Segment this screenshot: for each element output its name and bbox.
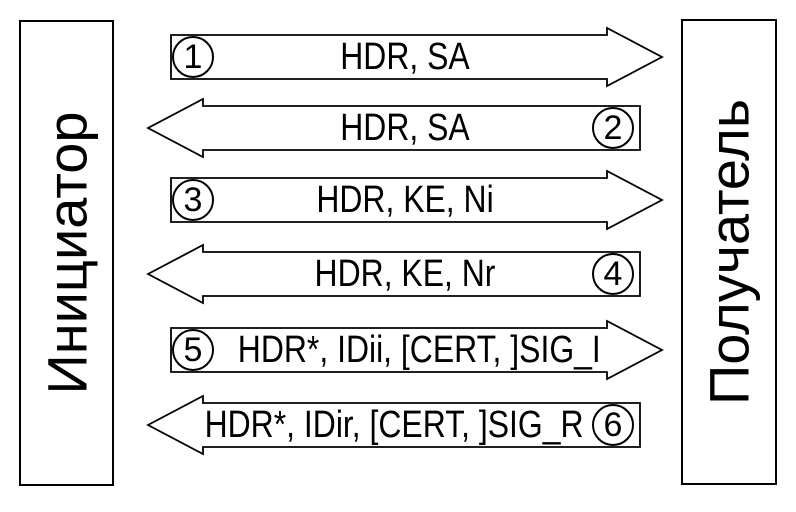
message-row-2: HDR, SA 2 bbox=[140, 92, 670, 164]
message-label: HDR, SA bbox=[340, 36, 470, 78]
right-arrow-icon bbox=[170, 169, 664, 231]
message-row-1: HDR, SA 1 bbox=[140, 21, 670, 93]
message-label: HDR*, IDir, [CERT, ]SIG_R bbox=[204, 404, 584, 446]
receiver-box: Получатель bbox=[681, 19, 777, 485]
message-row-5: HDR*, IDii, [CERT, ]SIG_I 5 bbox=[140, 314, 670, 386]
message-label: HDR, SA bbox=[340, 107, 470, 149]
step-number-badge: 4 bbox=[592, 253, 634, 295]
step-number-badge: 2 bbox=[592, 107, 634, 149]
message-label: HDR*, IDii, [CERT, ]SIG_I bbox=[237, 329, 601, 371]
message-row-3: HDR, KE, Ni 3 bbox=[140, 164, 670, 236]
initiator-label: Инициатор bbox=[35, 111, 98, 395]
initiator-box: Инициатор bbox=[19, 20, 114, 486]
right-arrow-icon bbox=[170, 26, 664, 88]
message-label: HDR, KE, Nr bbox=[314, 253, 496, 295]
message-label: HDR, KE, Ni bbox=[316, 179, 494, 221]
left-arrow-icon bbox=[146, 243, 641, 305]
step-number-badge: 5 bbox=[172, 329, 214, 371]
step-number-badge: 1 bbox=[172, 36, 214, 78]
left-arrow-icon bbox=[146, 394, 641, 456]
right-arrow-icon bbox=[170, 319, 664, 381]
step-number-badge: 6 bbox=[592, 404, 634, 446]
left-arrow-icon bbox=[146, 97, 641, 159]
receiver-label: Получатель bbox=[697, 98, 761, 406]
step-number-badge: 3 bbox=[172, 179, 214, 221]
message-row-4: HDR, KE, Nr 4 bbox=[140, 238, 670, 310]
message-row-6: HDR*, IDir, [CERT, ]SIG_R 6 bbox=[140, 389, 670, 461]
